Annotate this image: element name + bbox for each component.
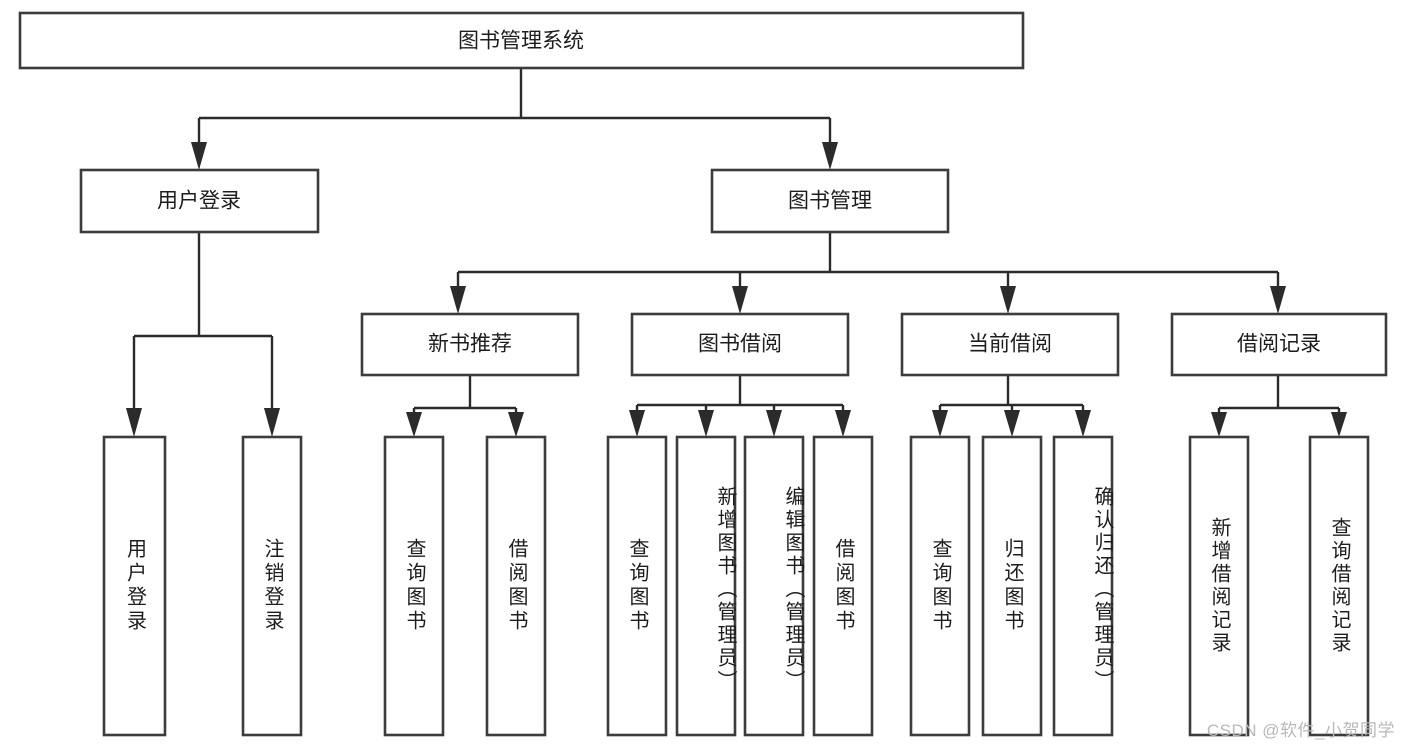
node-current-borrow-label: 当前借阅: [968, 333, 1052, 356]
arrow-head-leaf-user-login: [126, 408, 142, 437]
node-book-manage[interactable]: 图书管理: [710, 168, 950, 234]
node-leaf-user-login-box[interactable]: [102, 435, 167, 737]
node-leaf-query-book-rec-label: 查询图书: [403, 538, 425, 634]
node-user-login-label: 用户登录: [157, 190, 241, 213]
node-borrow-record[interactable]: 借阅记录: [1170, 312, 1388, 377]
node-new-book-recommend-label: 新书推荐: [428, 333, 512, 356]
node-leaf-borrow-book-bb-box[interactable]: [812, 435, 874, 737]
node-leaf-borrow-book-rec-box[interactable]: [485, 435, 547, 737]
node-leaf-edit-book-label: 编辑图书（管理员）: [782, 485, 804, 693]
arrow-head-leaf-confirm-return: [1075, 410, 1091, 437]
arrow-head-new-book-recommend: [450, 286, 466, 314]
arrow-head-leaf-query-record: [1331, 412, 1347, 437]
arrow-head-current-borrow: [1000, 286, 1016, 314]
node-current-borrow-box[interactable]: [900, 312, 1120, 377]
connector-layer: [126, 68, 1347, 437]
node-leaf-logout-box[interactable]: [241, 435, 303, 737]
node-leaf-borrow-book-rec-label: 借阅图书: [505, 538, 527, 634]
node-new-book-recommend[interactable]: 新书推荐: [360, 312, 580, 377]
arrow-head-leaf-add-record: [1211, 412, 1227, 437]
arrow-head-leaf-query-book-cb: [932, 410, 948, 437]
node-borrow-record-label: 借阅记录: [1237, 333, 1321, 356]
arrow-head-book-borrow: [732, 286, 748, 314]
node-leaf-add-record-box[interactable]: [1188, 435, 1250, 737]
arrow-head-leaf-add-book: [698, 410, 714, 437]
node-root-box[interactable]: [18, 11, 1025, 70]
node-book-borrow-label: 图书借阅: [698, 333, 782, 356]
arrow-head-leaf-query-book-rec: [406, 412, 422, 437]
node-leaf-query-book-bb-box[interactable]: [606, 435, 668, 737]
arrow-head-book-manage: [822, 142, 838, 170]
node-book-borrow-box[interactable]: [630, 312, 850, 377]
node-book-manage-label: 图书管理: [788, 190, 872, 213]
node-leaf-add-book-box[interactable]: [675, 435, 737, 737]
node-leaf-confirm-return-box[interactable]: [1052, 435, 1114, 737]
node-leaf-query-record-label: 查询借阅记录: [1328, 517, 1350, 655]
node-leaf-query-book-cb-label: 查询图书: [929, 538, 951, 634]
arrow-head-user-login: [191, 142, 207, 170]
node-leaf-return-book-label: 归还图书: [1001, 538, 1023, 634]
arrow-head-leaf-edit-book: [766, 410, 782, 437]
arrow-head-leaf-query-book-bb: [629, 410, 645, 437]
node-leaf-query-book-bb-label: 查询图书: [626, 538, 648, 634]
node-root-label: 图书管理系统: [458, 30, 584, 53]
arrow-head-leaf-return-book: [1004, 410, 1020, 437]
node-leaf-query-record-box[interactable]: [1308, 435, 1370, 737]
node-leaf-user-login-label: 用户登录: [123, 538, 146, 634]
arrow-head-leaf-logout: [264, 408, 280, 437]
node-user-login-box[interactable]: [79, 168, 320, 234]
arrow-head-leaf-borrow-book-bb: [835, 410, 851, 437]
node-borrow-record-box[interactable]: [1170, 312, 1388, 377]
node-new-book-recommend-box[interactable]: [360, 312, 580, 377]
arrow-head-leaf-borrow-book-rec: [508, 412, 524, 437]
node-user-login[interactable]: 用户登录: [79, 168, 320, 234]
node-leaf-return-book-box[interactable]: [981, 435, 1043, 737]
node-book-manage-box[interactable]: [710, 168, 950, 234]
node-current-borrow[interactable]: 当前借阅: [900, 312, 1120, 377]
node-book-borrow[interactable]: 图书借阅: [630, 312, 850, 377]
node-leaf-borrow-book-bb-label: 借阅图书: [832, 538, 854, 634]
node-leaf-query-book-rec-box[interactable]: [383, 435, 445, 737]
arrow-head-borrow-record: [1270, 286, 1286, 314]
node-leaf-confirm-return-label: 确认归还（管理员）: [1091, 485, 1113, 693]
node-leaf-query-book-cb-box[interactable]: [909, 435, 971, 737]
node-leaf-add-book-label: 新增图书（管理员）: [714, 485, 736, 693]
node-leaf-add-record-label: 新增借阅记录: [1208, 517, 1230, 655]
node-root[interactable]: 图书管理系统: [18, 11, 1025, 70]
node-leaf-logout-label: 注销登录: [261, 538, 283, 634]
csdn-watermark: CSDN @软件_小贺同学: [1206, 721, 1395, 740]
leaf-box-layer: [102, 435, 1370, 737]
node-leaf-edit-book-box[interactable]: [743, 435, 805, 737]
